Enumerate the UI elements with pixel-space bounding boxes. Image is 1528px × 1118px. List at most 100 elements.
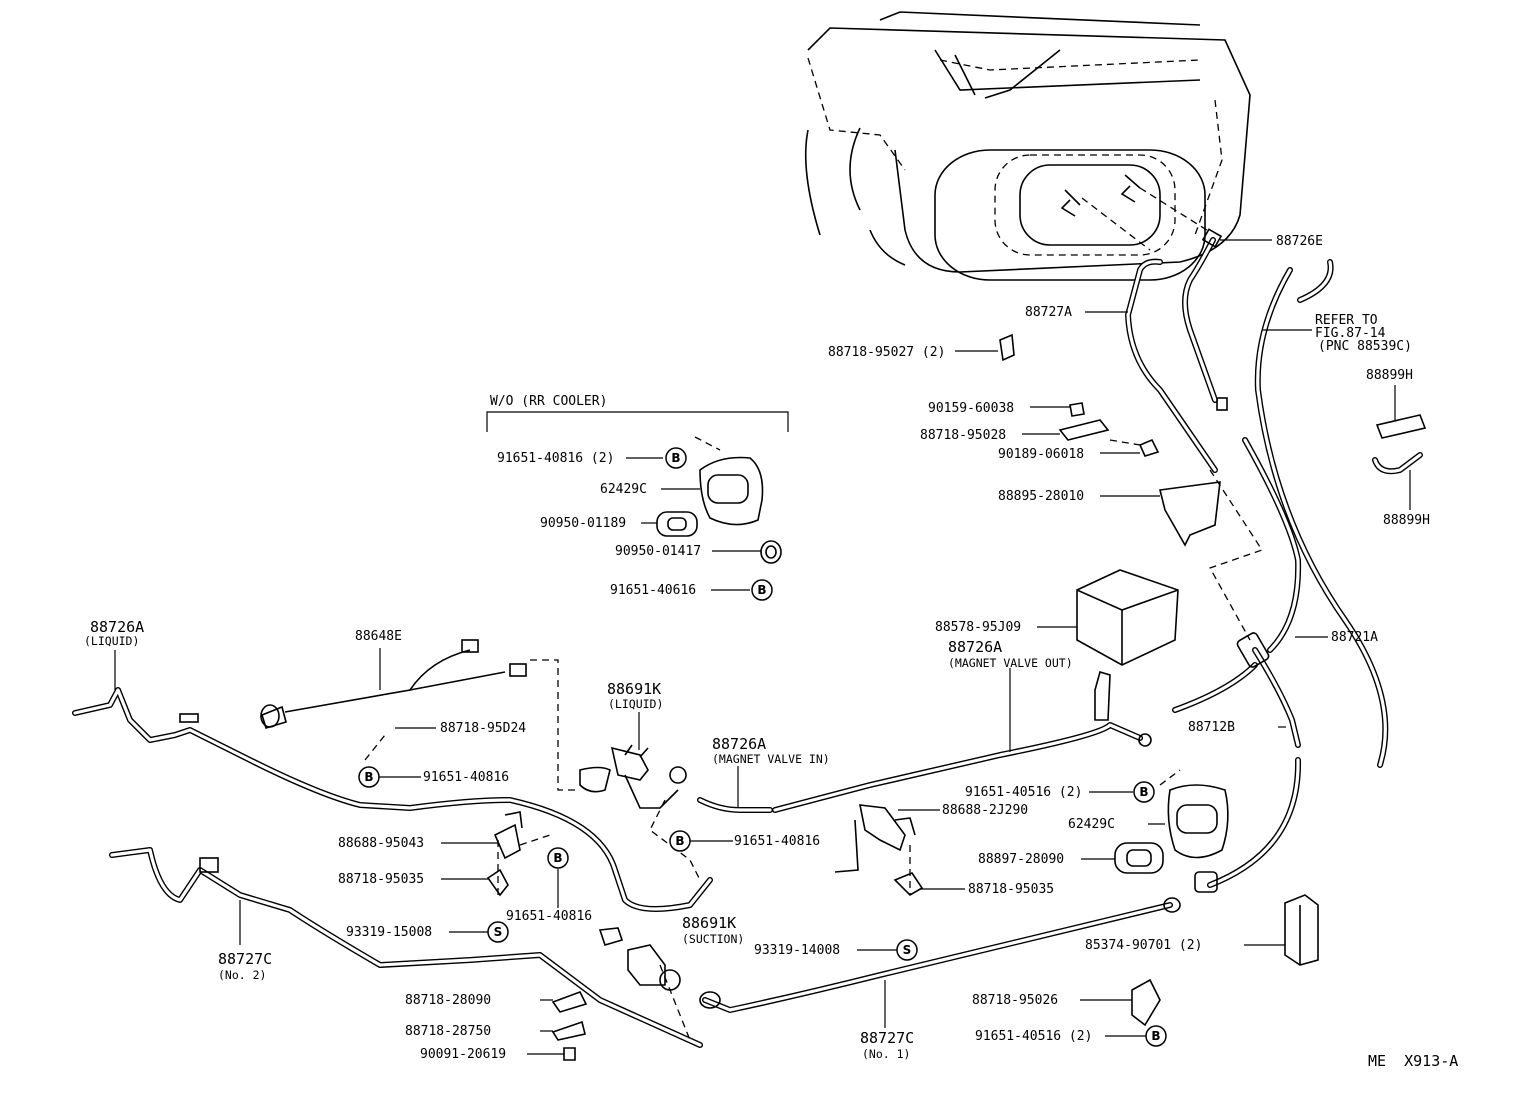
symbol-s-label: S <box>903 943 912 957</box>
callout-91651-40816-c: 91651-40816 <box>734 834 820 849</box>
callout-90091-20619: 90091-20619 <box>420 1047 506 1062</box>
clamp-88718-95035-right <box>893 872 924 897</box>
pipe-magnet-valve-in <box>697 797 773 813</box>
symbol-b-4: B <box>547 847 569 869</box>
symbol-b-label: B <box>553 851 562 865</box>
seal-88897-28090 <box>1114 842 1164 874</box>
box-88578-95j09 <box>1076 569 1179 666</box>
callout-88688-95043: 88688-95043 <box>338 836 424 851</box>
rear-cooler-unit-drawing <box>804 11 1251 281</box>
callout-88718-95027: 88718-95027 (2) <box>828 345 945 360</box>
clamp-88718-95035-left <box>486 868 509 897</box>
symbol-b-5: B <box>669 830 691 852</box>
symbol-b-label: B <box>1151 1029 1160 1043</box>
clamp-88895-28010 <box>1159 481 1221 547</box>
label-liquid-pipe-sub: (LIQUID) <box>84 634 139 648</box>
symbol-s-1: S <box>487 921 509 943</box>
symbol-b-7: B <box>1145 1025 1167 1047</box>
pipe-88726e <box>1182 228 1228 411</box>
callout-88648e: 88648E <box>355 629 402 644</box>
label-liquid-pipe-code: 88726A <box>90 618 144 636</box>
callout-88727a: 88727A <box>1025 305 1072 320</box>
grommet-62429c-lower <box>1167 784 1229 859</box>
symbol-b-1: B <box>665 447 687 469</box>
harness-88648e <box>260 639 527 729</box>
refer-note-line3: (PNC 88539C) <box>1318 339 1412 354</box>
callout-88718-28750: 88718-28750 <box>405 1024 491 1039</box>
pipe-magnet-valve-out <box>772 670 1152 813</box>
seal-90950-01417 <box>760 540 782 564</box>
symbol-b-label: B <box>757 583 766 597</box>
callout-93319-14008: 93319-14008 <box>754 943 840 958</box>
symbol-b-6: B <box>1133 781 1155 803</box>
hose-88712b <box>1172 632 1302 893</box>
symbol-b-2: B <box>751 579 773 601</box>
label-suction-no2-code: 88727C <box>218 950 272 968</box>
drain-hose-88721a <box>1242 259 1389 768</box>
callout-88718-95d24: 88718-95D24 <box>440 721 526 736</box>
callout-88899h-upper: 88899H <box>1366 368 1413 383</box>
label-magnet-out-code: 88726A <box>948 638 1002 656</box>
callout-88712b: 88712B <box>1188 720 1235 735</box>
symbol-b-3: B <box>358 766 380 788</box>
callout-91651-40816-a: 91651-40816 <box>423 770 509 785</box>
leader-lines <box>114 239 1411 1055</box>
section-title: W/O (RR COOLER) <box>490 394 607 409</box>
callout-labels: 88726E 88727A 88718-95027 (2) 90159-6003… <box>338 234 1430 1062</box>
label-magnet-in-sub: (MAGNET VALVE IN) <box>712 752 830 766</box>
bracket-88688-95043 <box>493 811 523 860</box>
callout-88895-28010: 88895-28010 <box>998 489 1084 504</box>
callout-88718-95028: 88718-95028 <box>920 428 1006 443</box>
symbol-b-label: B <box>364 770 373 784</box>
callout-91651-40516-2-upper: 91651-40516 (2) <box>965 785 1082 800</box>
label-valve-liquid-sub: (LIQUID) <box>608 697 663 711</box>
callout-88718-28090: 88718-28090 <box>405 993 491 1008</box>
callout-88897-28090: 88897-28090 <box>978 852 1064 867</box>
callout-88718-95035-left: 88718-95035 <box>338 872 424 887</box>
callout-88726e: 88726E <box>1276 234 1323 249</box>
symbol-s-label: S <box>494 925 503 939</box>
fasteners-lower-left <box>551 991 588 1061</box>
bracket-88688-2j290 <box>834 804 916 873</box>
figure-code: ME X913-A <box>1368 1052 1458 1070</box>
magnet-valve-suction-drawing <box>598 927 681 991</box>
hose-piece-88899h <box>1372 414 1427 475</box>
seal-90950-01189 <box>656 511 698 537</box>
callout-88578-95j09: 88578-95J09 <box>935 620 1021 635</box>
label-suction-no2-sub: (No. 2) <box>218 968 266 982</box>
pipe-labels: 88726A (LIQUID) 88691K (LIQUID) 88691K (… <box>84 618 1073 1061</box>
label-magnet-in-code: 88726A <box>712 735 766 753</box>
callout-88718-95026: 88718-95026 <box>972 993 1058 1008</box>
callout-62429c-upper: 62429C <box>600 482 647 497</box>
grommet-62429c-upper <box>699 456 764 526</box>
callout-91651-40816-b: 91651-40816 <box>506 909 592 924</box>
symbol-b-label: B <box>1139 785 1148 799</box>
label-magnet-out-sub: (MAGNET VALVE OUT) <box>948 656 1073 670</box>
fasteners-upper <box>1058 402 1160 457</box>
callout-90950-01417: 90950-01417 <box>615 544 701 559</box>
label-valve-suction-sub: (SUCTION) <box>682 932 744 946</box>
label-valve-suction-code: 88691K <box>682 914 736 932</box>
callout-88899h-lower: 88899H <box>1383 513 1430 528</box>
pipe-88727c-no2 <box>109 847 703 1048</box>
pipe-88727c-no1 <box>699 897 1181 1013</box>
label-suction-no1-code: 88727C <box>860 1029 914 1047</box>
refer-note-line2: FIG.87-14 <box>1315 326 1386 341</box>
callout-88721a: 88721A <box>1331 630 1378 645</box>
pipe-88726a-liquid <box>72 687 713 912</box>
callout-91651-40616: 91651-40616 <box>610 583 696 598</box>
callout-85374-90701: 85374-90701 (2) <box>1085 938 1202 953</box>
label-valve-liquid-code: 88691K <box>607 680 661 698</box>
insulator-85374-90701 <box>1284 894 1319 966</box>
callout-91651-40516-2-lower: 91651-40516 (2) <box>975 1029 1092 1044</box>
callout-90189-06018: 90189-06018 <box>998 447 1084 462</box>
symbol-s-2: S <box>896 939 918 961</box>
symbol-b-label: B <box>675 834 684 848</box>
section-bracket <box>486 411 789 432</box>
callout-88688-2j290: 88688-2J290 <box>942 803 1028 818</box>
refer-note: REFER TO FIG.87-14 (PNC 88539C) <box>1315 313 1412 354</box>
symbol-b-label: B <box>671 451 680 465</box>
magnet-valve-liquid-drawing <box>579 744 687 809</box>
